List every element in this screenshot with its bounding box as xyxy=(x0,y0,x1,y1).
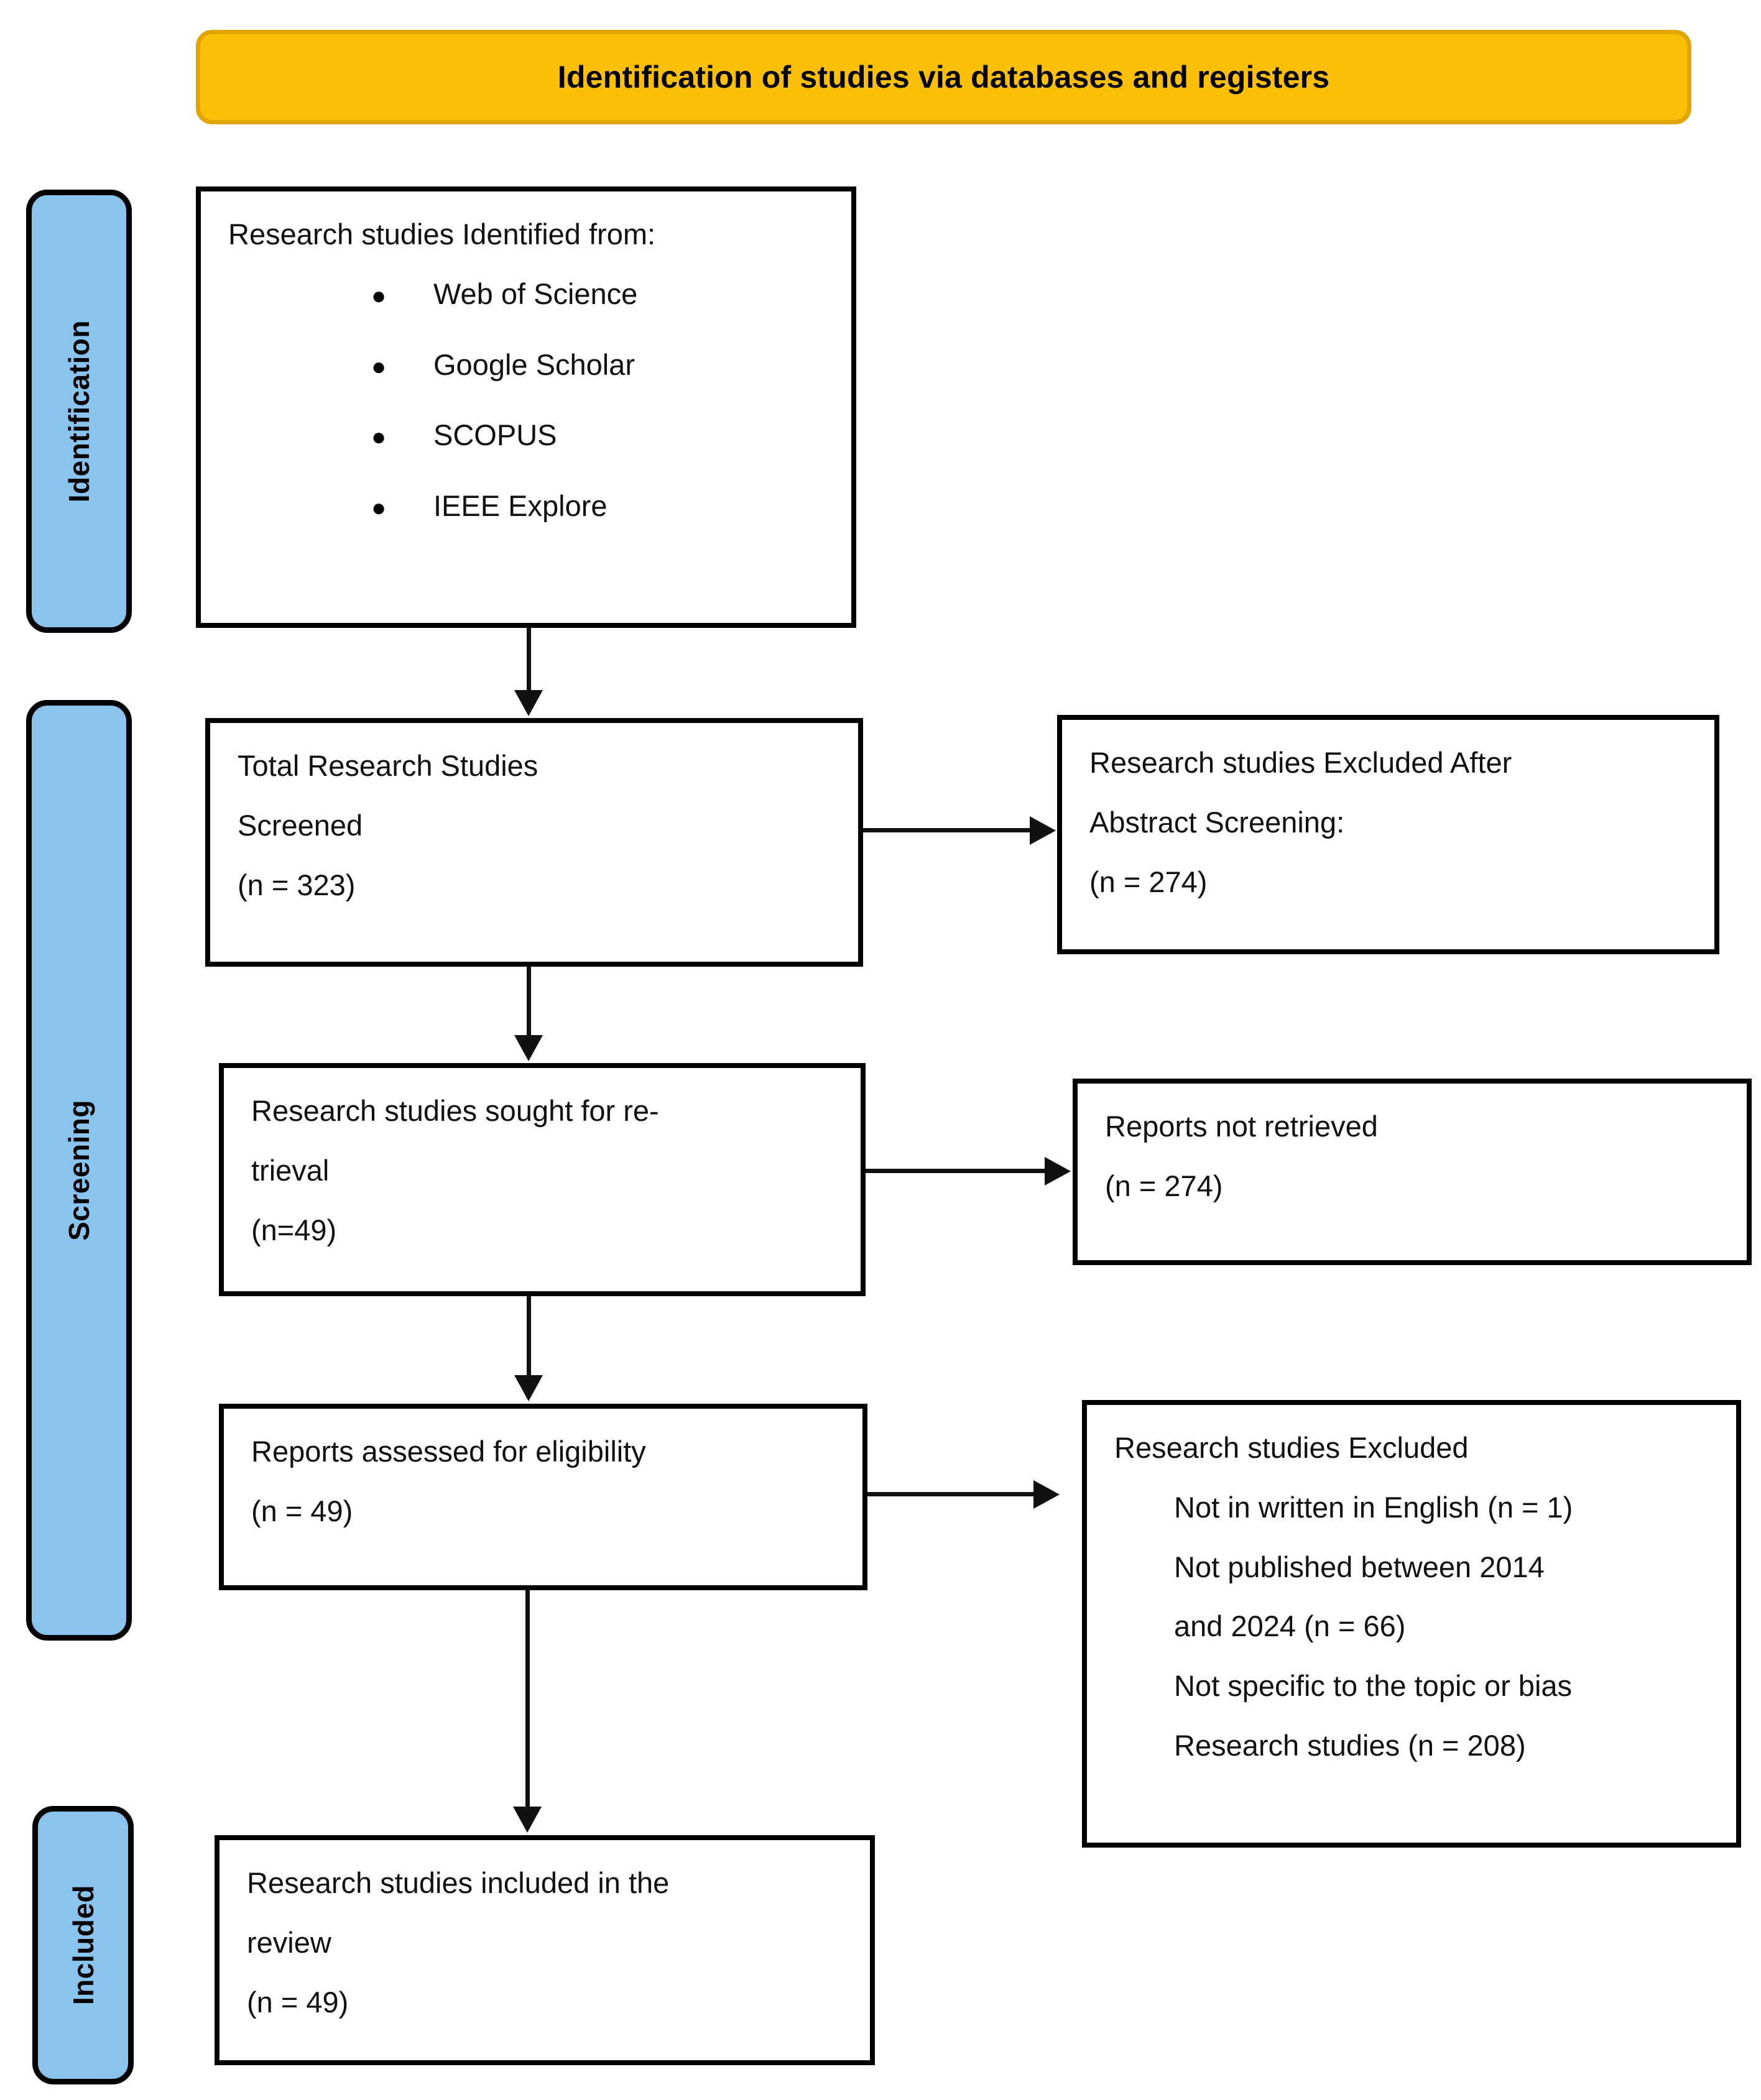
box-included-in-review-line2: review xyxy=(247,1925,331,1959)
diagram-title: Identification of studies via databases … xyxy=(557,60,1330,94)
box-sought-for-retrieval-line1: Research studies sought for re- xyxy=(251,1094,659,1127)
box-sought-for-retrieval-count: (n=49) xyxy=(251,1213,337,1246)
connector-screened-to-sought-line xyxy=(527,967,531,1036)
box-excluded-after-abstract-line2: Abstract Screening: xyxy=(1089,805,1345,839)
stage-label-included: Included xyxy=(32,1806,134,2084)
box-studies-identified: Research studies Identified from: ● Web … xyxy=(196,187,856,628)
box-included-in-review: Research studies included in the review … xyxy=(215,1835,875,2065)
source-database-list: ● Web of Science ● Google Scholar ● SCOP… xyxy=(228,277,826,522)
list-item: ● SCOPUS xyxy=(228,420,826,451)
connector-identified-to-screened-line xyxy=(527,628,531,692)
box-assessed-eligibility: Reports assessed for eligibility (n = 49… xyxy=(219,1404,867,1590)
box-total-screened-line2: Screened xyxy=(238,808,363,842)
diagram-header-banner: Identification of studies via databases … xyxy=(196,30,1691,124)
exclusion-reason-list: Not in written in English (n = 1) Not pu… xyxy=(1114,1490,1711,1762)
connector-eligibility-to-excluded-line xyxy=(867,1492,1035,1496)
box-sought-for-retrieval: Research studies sought for re- trieval … xyxy=(219,1063,866,1296)
box-sought-for-retrieval-line2: trieval xyxy=(251,1153,330,1187)
box-excluded-after-abstract-line1: Research studies Excluded After xyxy=(1089,746,1512,779)
list-item: Not published between 2014 xyxy=(1174,1550,1545,1583)
connector-sought-to-eligibility-arrowhead xyxy=(514,1375,543,1401)
connector-identified-to-screened-arrowhead xyxy=(514,690,543,716)
bullet-icon: ● xyxy=(371,423,387,451)
connector-screened-to-excluded-line xyxy=(863,828,1032,832)
list-item: Not in written in English (n = 1) xyxy=(1174,1490,1573,1524)
source-name: SCOPUS xyxy=(433,418,557,452)
connector-eligibility-to-included-line xyxy=(525,1590,530,1808)
connector-screened-to-sought-arrowhead xyxy=(514,1035,543,1061)
list-item: and 2024 (n = 66) xyxy=(1174,1610,1406,1643)
box-total-screened-count: (n = 323) xyxy=(238,868,356,901)
bullet-icon: ● xyxy=(371,282,387,310)
box-excluded-with-reasons-heading: Research studies Excluded xyxy=(1114,1431,1469,1464)
stage-label-screening-text: Screening xyxy=(63,1100,95,1241)
list-item: Research studies (n = 208) xyxy=(1174,1729,1526,1762)
connector-sought-to-eligibility-line xyxy=(527,1296,531,1376)
bullet-icon: ● xyxy=(371,494,387,522)
connector-sought-to-notretrieved-arrowhead xyxy=(1045,1157,1071,1186)
connector-sought-to-notretrieved-line xyxy=(866,1169,1046,1173)
list-item: ● IEEE Explore xyxy=(228,490,826,522)
source-name: IEEE Explore xyxy=(433,489,608,523)
box-assessed-eligibility-count: (n = 49) xyxy=(251,1494,353,1527)
stage-label-identification: Identification xyxy=(26,190,132,633)
list-item: Not specific to the topic or bias xyxy=(1174,1669,1573,1703)
connector-screened-to-excluded-arrowhead xyxy=(1030,816,1056,845)
box-studies-identified-heading: Research studies Identified from: xyxy=(228,218,656,251)
bullet-icon: ● xyxy=(371,352,387,380)
box-reports-not-retrieved-line1: Reports not retrieved xyxy=(1105,1110,1378,1143)
source-name: Web of Science xyxy=(433,277,638,310)
box-included-in-review-line1: Research studies included in the xyxy=(247,1866,670,1899)
box-excluded-after-abstract-count: (n = 274) xyxy=(1089,865,1208,898)
box-assessed-eligibility-line1: Reports assessed for eligibility xyxy=(251,1435,646,1468)
box-reports-not-retrieved: Reports not retrieved (n = 274) xyxy=(1073,1079,1752,1265)
connector-eligibility-to-excluded-arrowhead xyxy=(1033,1480,1060,1509)
box-included-in-review-count: (n = 49) xyxy=(247,1985,349,2019)
box-total-screened: Total Research Studies Screened (n = 323… xyxy=(205,718,863,967)
list-item: ● Google Scholar xyxy=(228,349,826,380)
stage-label-identification-text: Identification xyxy=(63,320,95,503)
list-item: ● Web of Science xyxy=(228,277,826,310)
stage-label-screening: Screening xyxy=(26,700,132,1641)
connector-eligibility-to-included-arrowhead xyxy=(513,1807,542,1833)
box-excluded-after-abstract: Research studies Excluded After Abstract… xyxy=(1057,715,1719,954)
box-reports-not-retrieved-count: (n = 274) xyxy=(1105,1169,1223,1202)
box-total-screened-line1: Total Research Studies xyxy=(238,749,538,782)
box-excluded-with-reasons: Research studies Excluded Not in written… xyxy=(1082,1400,1741,1848)
stage-label-included-text: Included xyxy=(67,1885,99,2006)
source-name: Google Scholar xyxy=(433,348,635,381)
